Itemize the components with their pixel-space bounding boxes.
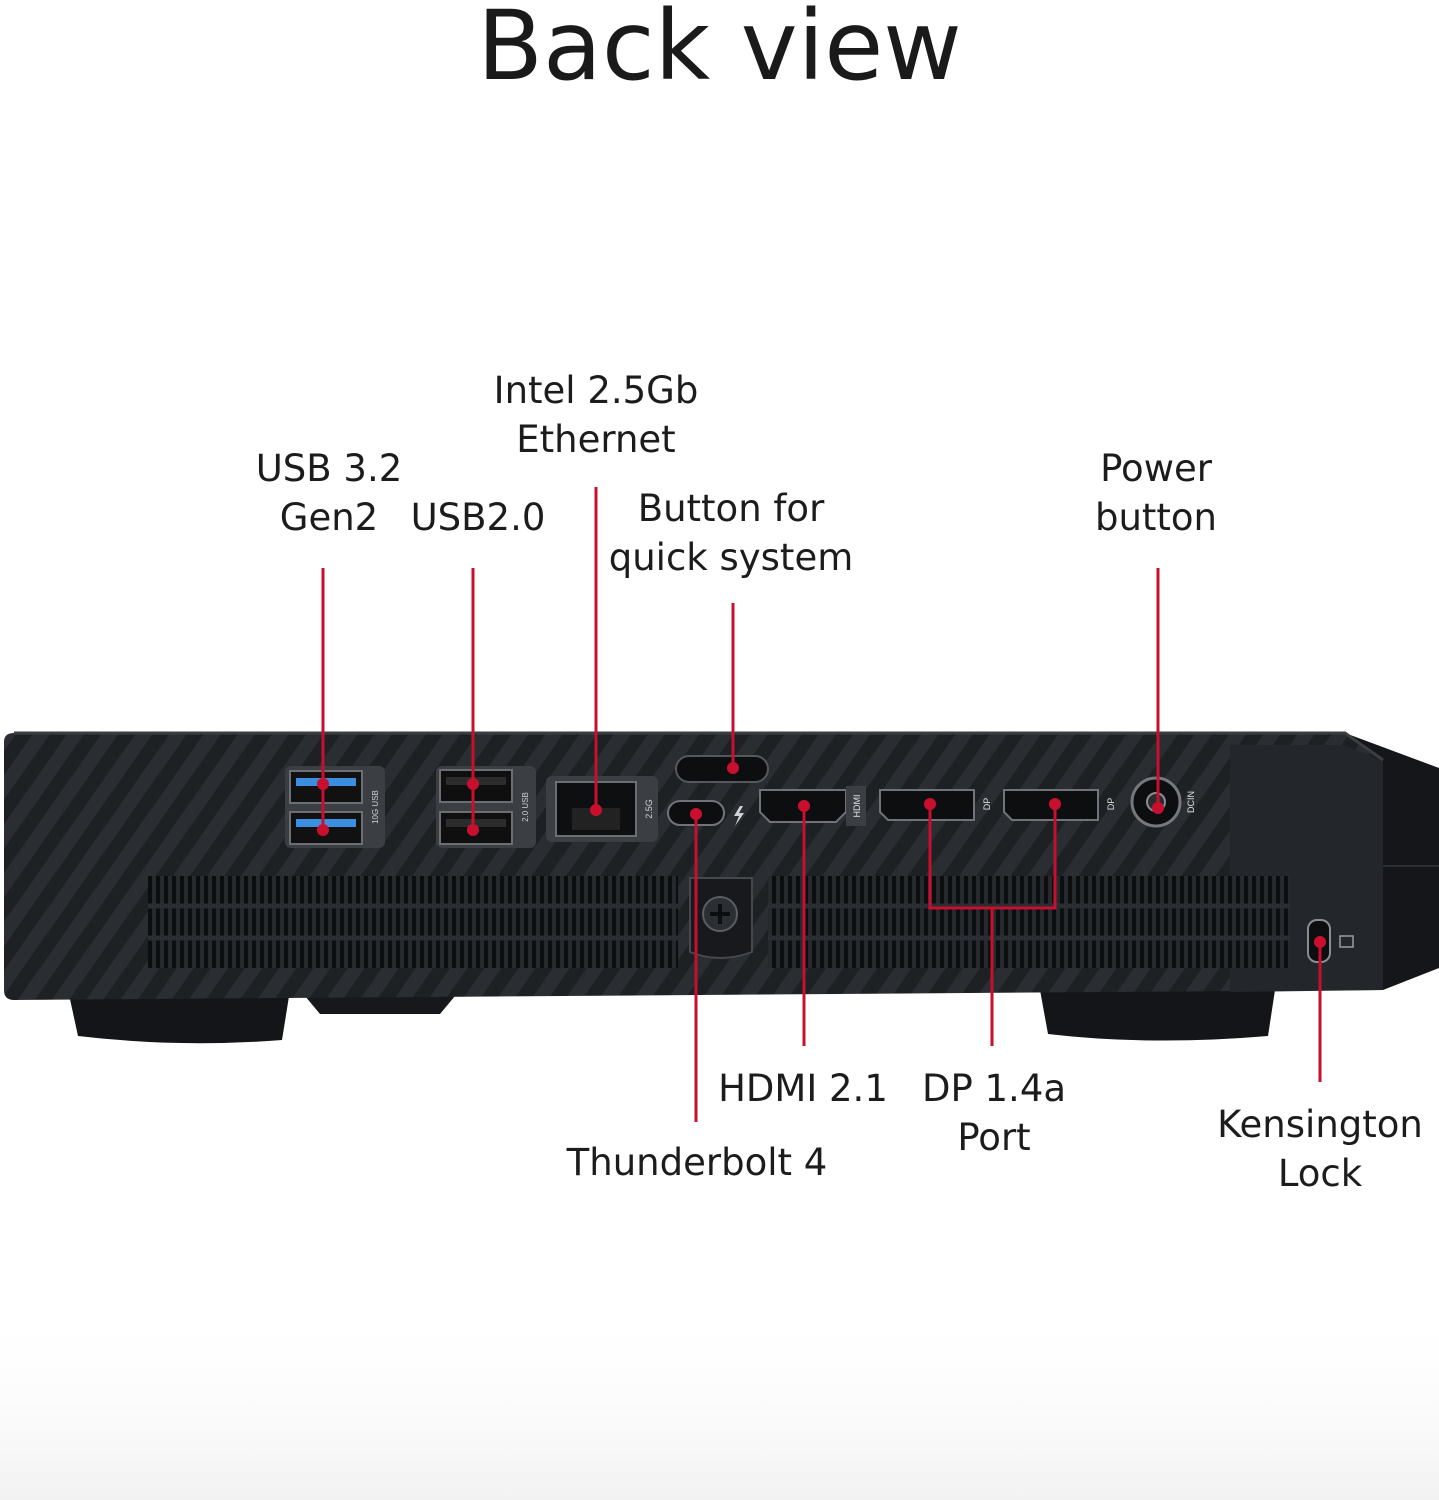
label-dp-line2: Port	[957, 1116, 1031, 1159]
thunderbolt-icon	[734, 806, 744, 826]
label-quickbtn: Button for quick system	[606, 484, 856, 582]
label-ethernet: Intel 2.5Gb Ethernet	[474, 366, 718, 464]
floor-fade	[0, 1300, 1439, 1500]
label-dp: DP 1.4a Port	[910, 1064, 1078, 1162]
label-ethernet-line2: Ethernet	[516, 418, 676, 461]
label-usb32-line2: Gen2	[279, 496, 379, 539]
label-tb4: Thunderbolt 4	[558, 1138, 836, 1187]
label-usb20-line1: USB2.0	[410, 496, 546, 539]
label-hdmi: HDMI 2.1	[710, 1064, 896, 1113]
label-kensington: Kensington Lock	[1196, 1100, 1439, 1198]
callout-dots	[317, 762, 1326, 948]
dp2-port-label: DP	[1106, 798, 1116, 811]
label-kensington-line1: Kensington	[1217, 1103, 1423, 1146]
foot-right	[1040, 990, 1275, 1041]
label-dp-line1: DP 1.4a	[921, 1067, 1067, 1110]
label-ethernet-line1: Intel 2.5Gb	[493, 369, 699, 412]
usb3-port-label: 10G USB	[371, 790, 380, 824]
dcin-port-label: DCIN	[1186, 791, 1196, 813]
lan-port-label: 2.5G	[644, 799, 654, 819]
label-usb32-line1: USB 3.2	[255, 447, 403, 490]
vent-right	[768, 876, 1290, 968]
label-hdmi-line1: HDMI 2.1	[718, 1067, 888, 1110]
foot-left	[68, 990, 290, 1044]
label-usb20: USB2.0	[398, 493, 558, 542]
label-usb32: USB 3.2 Gen2	[229, 444, 429, 542]
label-power-line1: Power	[1100, 447, 1212, 490]
dp1-port-label: DP	[982, 798, 992, 811]
usb2-port-label: 2.0 USB	[521, 792, 530, 822]
label-power: Power button	[1066, 444, 1246, 542]
vent-left	[148, 876, 678, 968]
label-quickbtn-line2: quick system	[608, 536, 854, 579]
diagram-title: Back view	[477, 0, 962, 102]
lock-icon	[1339, 935, 1354, 948]
chassis-side	[1345, 733, 1439, 990]
label-tb4-line1: Thunderbolt 4	[566, 1141, 828, 1184]
hdmi-port-label: HDMI	[852, 795, 862, 818]
quick-system-button[interactable]	[675, 755, 769, 783]
label-quickbtn-line1: Button for	[637, 487, 825, 530]
label-kensington-line2: Lock	[1277, 1152, 1363, 1195]
label-power-line2: button	[1094, 496, 1218, 539]
